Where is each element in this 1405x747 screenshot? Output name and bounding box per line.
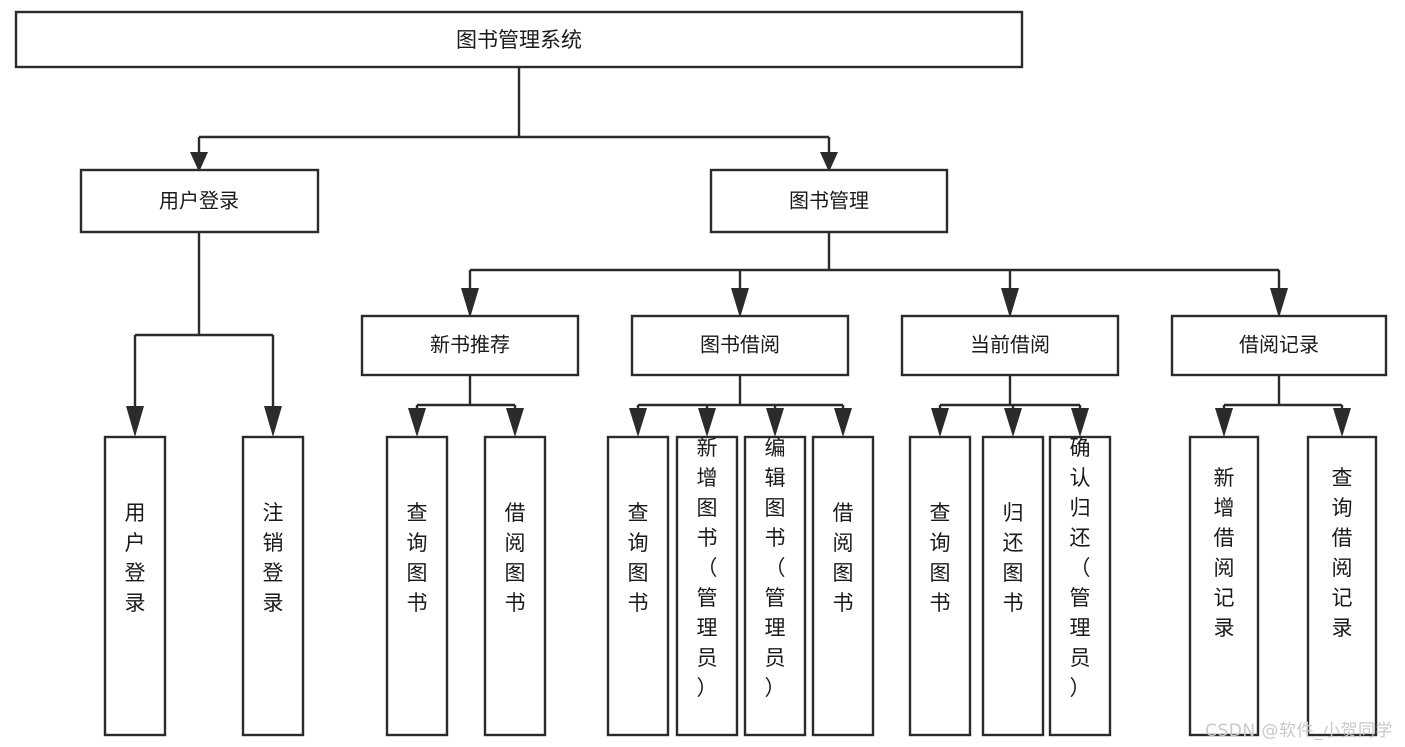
leaf-return-book-box[interactable] (981, 435, 1045, 737)
leaf-add-borrow-record-label: 新增借阅记录 (1214, 466, 1235, 640)
leaf-query-borrow-record[interactable]: 查询借阅记录 (1306, 435, 1378, 737)
arrow-head-leaf-query-book-2 (629, 408, 647, 437)
node-borrow-record[interactable]: 借阅记录 (1170, 314, 1388, 377)
leaf-borrow-book-rec-box[interactable] (483, 435, 547, 737)
node-current-borrow-label: 当前借阅 (970, 333, 1050, 357)
arrow-head-book-manage (820, 152, 838, 172)
leaf-add-book-admin-box[interactable] (675, 435, 739, 737)
connector-layer (126, 67, 1351, 437)
arrow-head-borrow-record (1270, 288, 1288, 318)
arrow-head-current-borrow (1001, 288, 1019, 318)
leaf-query-book-borrow[interactable]: 查询图书 (606, 435, 670, 737)
leaf-query-borrow-record-box[interactable] (1306, 435, 1378, 737)
leaf-return-book-label: 归还图书 (1003, 501, 1024, 615)
arrow-head-leaf-query-book-3 (931, 408, 949, 437)
leaf-add-book-admin-label: 新增图书（管理员） (697, 436, 718, 700)
node-book-borrow-box[interactable] (630, 314, 850, 377)
arrow-head-leaf-query-record (1333, 408, 1351, 437)
arrow-head-leaf-query-book-1 (408, 408, 426, 437)
leaf-edit-book-admin-box[interactable] (743, 435, 807, 737)
leaf-confirm-return-admin-label: 确认归还（管理员） (1070, 436, 1091, 700)
arrow-head-leaf-user-login (126, 406, 144, 437)
node-book-management-label: 图书管理 (789, 189, 869, 213)
arrow-head-book-borrow (731, 288, 749, 318)
leaf-query-book-borrow-box[interactable] (606, 435, 670, 737)
leaf-borrow-book-borrow-box[interactable] (811, 435, 875, 737)
arrow-head-leaf-user-logout (264, 406, 282, 437)
node-borrow-record-label: 借阅记录 (1239, 333, 1319, 357)
leaf-confirm-return-admin-box[interactable] (1048, 435, 1112, 737)
leaf-query-book-rec-label: 查询图书 (407, 501, 428, 615)
arrow-head-new-book-rec (461, 288, 479, 318)
leaf-add-borrow-record[interactable]: 新增借阅记录 (1188, 435, 1260, 737)
leaf-user-logout[interactable]: 注销登录 (241, 435, 305, 737)
leaf-borrow-book-borrow-label: 借阅图书 (833, 501, 854, 615)
node-book-borrow-label: 图书借阅 (700, 333, 780, 357)
leaf-borrow-book-borrow[interactable]: 借阅图书 (811, 435, 875, 737)
leaf-user-login[interactable]: 用户登录 (103, 435, 167, 737)
arrow-head-leaf-edit-book (766, 408, 784, 437)
leaf-edit-book-admin-label: 编辑图书（管理员） (765, 436, 786, 700)
node-new-book-recommend-box[interactable] (360, 314, 580, 377)
node-new-book-recommend[interactable]: 新书推荐 (360, 314, 580, 377)
leaf-query-book-rec[interactable]: 查询图书 (385, 435, 449, 737)
node-book-borrow[interactable]: 图书借阅 (630, 314, 850, 377)
node-user-login-box[interactable] (79, 168, 320, 234)
arrow-head-leaf-borrow-book-1 (506, 408, 524, 437)
node-user-login-label: 用户登录 (159, 189, 239, 213)
node-root-box[interactable] (14, 10, 1024, 69)
node-new-book-recommend-label: 新书推荐 (430, 333, 510, 357)
node-user-login[interactable]: 用户登录 (79, 168, 320, 234)
leaf-user-logout-box[interactable] (241, 435, 305, 737)
leaf-query-book-current-box[interactable] (908, 435, 972, 737)
leaf-query-book-current[interactable]: 查询图书 (908, 435, 972, 737)
arrow-head-leaf-add-book (698, 408, 716, 437)
node-root-label: 图书管理系统 (456, 28, 582, 52)
arrow-head-user-login (190, 152, 208, 172)
node-book-management[interactable]: 图书管理 (709, 168, 949, 234)
node-current-borrow[interactable]: 当前借阅 (900, 314, 1120, 377)
node-root[interactable]: 图书管理系统 (14, 10, 1024, 69)
node-current-borrow-box[interactable] (900, 314, 1120, 377)
arrow-head-leaf-add-record (1215, 408, 1233, 437)
leaf-borrow-book-rec[interactable]: 借阅图书 (483, 435, 547, 737)
leaf-confirm-return-admin[interactable]: 确认归还（管理员） (1048, 435, 1112, 737)
leaf-user-login-box[interactable] (103, 435, 167, 737)
watermark-text: CSDN @软件_小贺同学 (1205, 721, 1393, 741)
leaf-query-book-rec-box[interactable] (385, 435, 449, 737)
arrow-head-leaf-borrow-book-2 (834, 408, 852, 437)
node-borrow-record-box[interactable] (1170, 314, 1388, 377)
leaf-edit-book-admin[interactable]: 编辑图书（管理员） (743, 435, 807, 737)
arrow-head-leaf-return-book (1004, 408, 1022, 437)
leaf-user-login-label: 用户登录 (125, 501, 146, 615)
leaf-user-logout-label: 注销登录 (263, 501, 284, 615)
leaf-query-book-current-label: 查询图书 (930, 501, 951, 615)
leaf-add-book-admin[interactable]: 新增图书（管理员） (675, 435, 739, 737)
leaf-query-book-borrow-label: 查询图书 (628, 501, 649, 615)
leaf-borrow-book-rec-label: 借阅图书 (505, 501, 526, 615)
leaf-query-borrow-record-label: 查询借阅记录 (1332, 466, 1353, 640)
node-book-management-box[interactable] (709, 168, 949, 234)
arrow-head-leaf-confirm-return (1071, 408, 1089, 437)
leaf-add-borrow-record-box[interactable] (1188, 435, 1260, 737)
leaf-return-book[interactable]: 归还图书 (981, 435, 1045, 737)
